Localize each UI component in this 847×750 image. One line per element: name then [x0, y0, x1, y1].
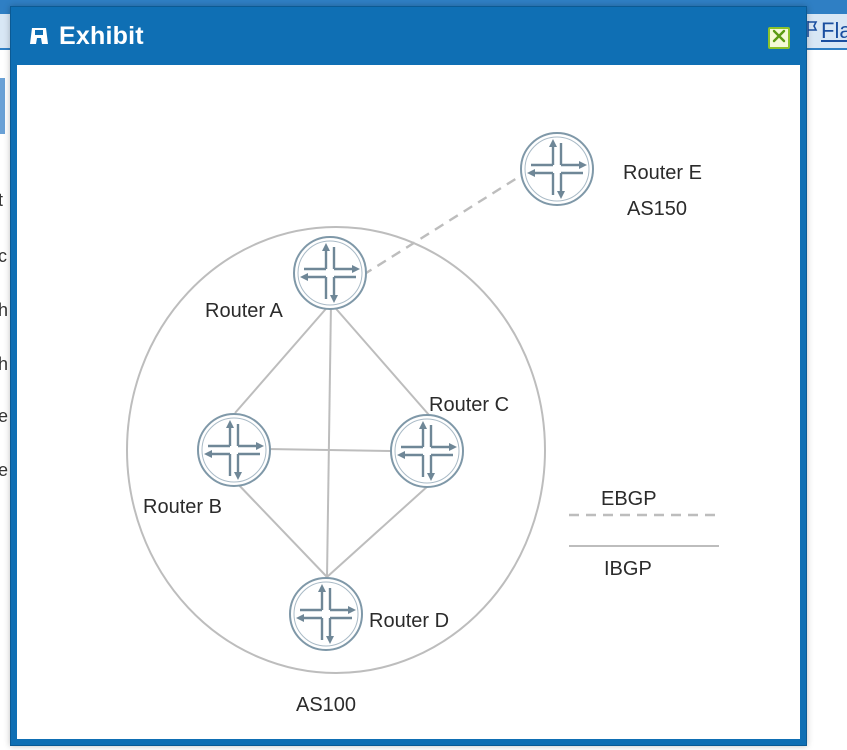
background-text-fragment: e — [0, 460, 9, 480]
router-icon — [288, 576, 364, 652]
link-a-b — [234, 302, 332, 414]
router-d-label: Router D — [369, 610, 449, 632]
router-b-label: Router B — [143, 496, 222, 518]
dialog-titlebar[interactable]: Exhibit — [11, 7, 806, 65]
exhibit-dialog: Exhibit — [10, 6, 807, 746]
background-text-fragment: h — [0, 300, 9, 320]
router-c-label: Router C — [429, 394, 509, 416]
exhibit-icon — [27, 26, 51, 46]
network-diagram: Router E AS150 Router A Router B Router … — [126, 131, 719, 716]
flag-link[interactable]: Fla — [806, 17, 847, 45]
background-text-fragment: e — [0, 406, 9, 426]
flag-link-label: Fla — [821, 18, 847, 43]
router-icon — [196, 412, 272, 488]
router-a-label: Router A — [205, 300, 283, 322]
as100-boundary — [126, 226, 546, 674]
as150-label: AS150 — [627, 198, 687, 220]
dialog-content: Router E AS150 Router A Router B Router … — [17, 65, 800, 739]
background-left-pane — [0, 50, 12, 750]
background-left-tab[interactable] — [0, 78, 5, 134]
router-d[interactable]: Router D — [288, 576, 449, 652]
legend-ebgp-label: EBGP — [601, 488, 657, 510]
router-b[interactable]: Router B — [143, 412, 272, 518]
close-button[interactable] — [768, 27, 790, 49]
link-b-d — [234, 480, 328, 578]
router-icon — [389, 413, 465, 489]
link-b-c — [266, 448, 392, 452]
background-right-pane — [808, 50, 847, 750]
ibgp-links — [234, 302, 430, 578]
background-text-fragment: c — [0, 246, 7, 266]
dialog-title: Exhibit — [59, 21, 144, 50]
flag-icon — [806, 20, 818, 43]
background-text-fragment: h — [0, 354, 9, 374]
background-text-fragment: t — [0, 190, 4, 210]
link-a-d — [326, 302, 332, 578]
legend-ibgp-label: IBGP — [604, 558, 652, 580]
link-c-d — [326, 484, 430, 578]
router-a[interactable]: Router A — [205, 235, 368, 322]
legend: EBGP IBGP — [569, 488, 719, 580]
router-e-label: Router E — [623, 162, 702, 184]
router-icon — [292, 235, 368, 311]
router-e[interactable]: Router E AS150 — [519, 131, 702, 220]
close-icon — [772, 29, 786, 48]
link-a-e-ebgp — [362, 171, 526, 277]
link-a-c — [330, 302, 430, 416]
router-c[interactable]: Router C — [389, 394, 509, 489]
router-icon — [519, 131, 595, 207]
as100-label: AS100 — [296, 694, 356, 716]
